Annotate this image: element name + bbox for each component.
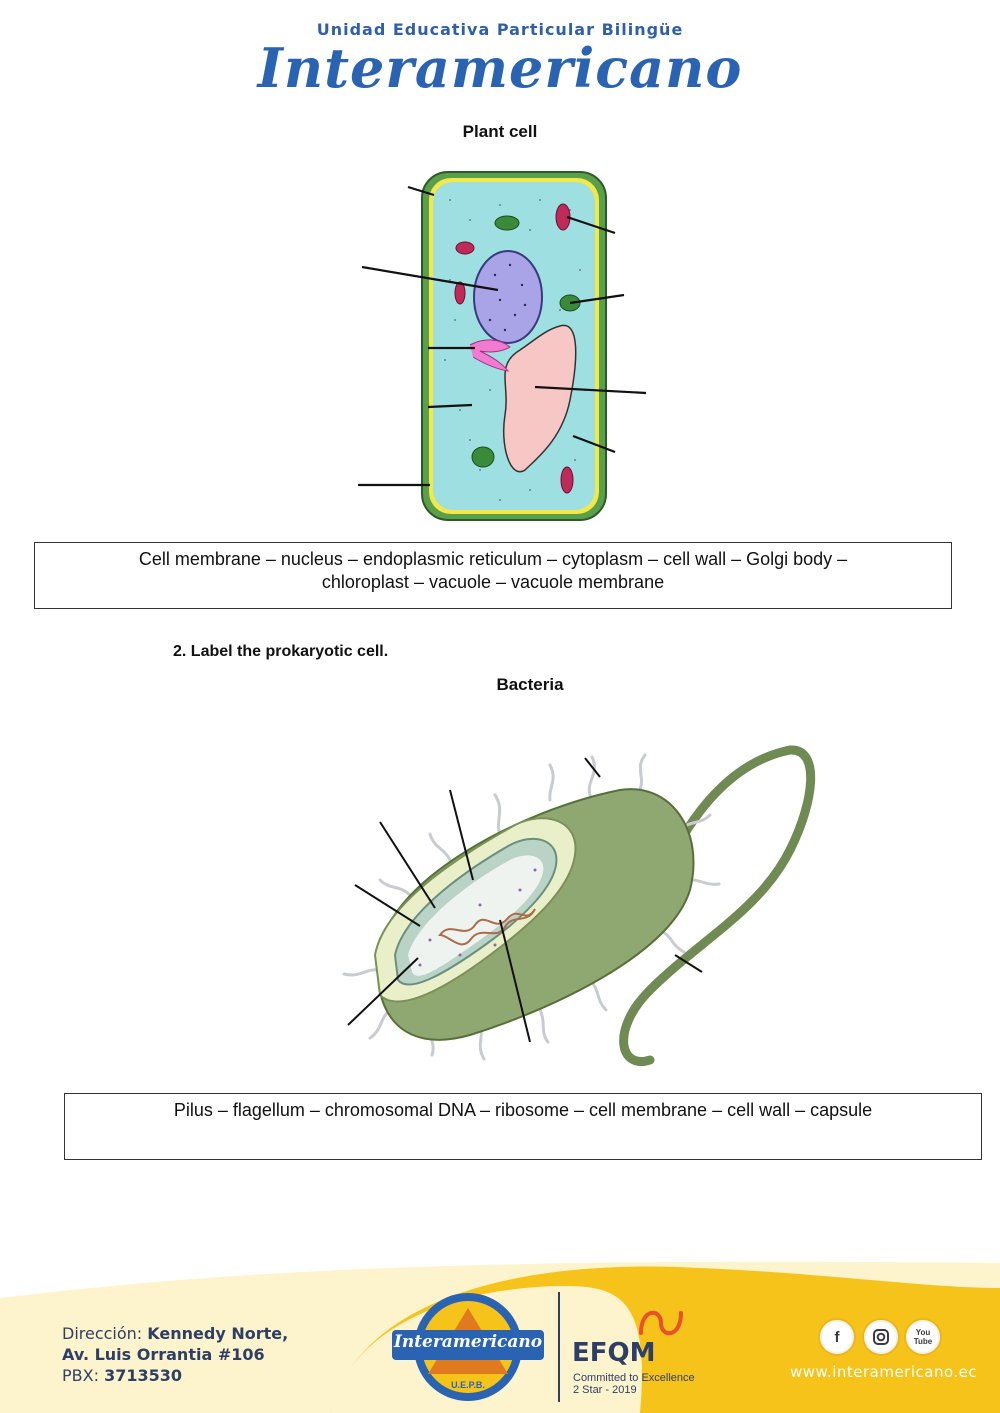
footer-divider xyxy=(558,1292,560,1402)
address-value: Kennedy Norte, xyxy=(147,1324,289,1343)
youtube-icon[interactable]: You Tube xyxy=(906,1320,940,1354)
plant-cell-diagram xyxy=(358,171,647,521)
plant-cell-word-bank: Cell membrane – nucleus – endoplasmic re… xyxy=(34,542,952,609)
chloroplast-shape xyxy=(471,446,495,468)
phone-label: PBX: xyxy=(62,1366,105,1385)
mitochondrion-shape xyxy=(560,466,574,494)
mitochondrion-shape xyxy=(454,281,466,305)
instagram-icon[interactable] xyxy=(864,1320,898,1354)
school-logo-sub: U.E.P.B. xyxy=(451,1380,485,1390)
vacuole-shape xyxy=(502,324,577,473)
bacteria-title: Bacteria xyxy=(496,675,564,694)
efqm-caption-line-2: 2 Star - 2019 xyxy=(573,1384,637,1396)
phone-value: 3713530 xyxy=(104,1366,182,1385)
golgi-body-shape xyxy=(469,339,511,372)
efqm-caption-line-1: Committed to Excellence xyxy=(573,1372,695,1384)
school-logo-badge: Interamericano U.E.P.B. xyxy=(388,1290,548,1404)
school-logo-wordmark: Interamericano xyxy=(257,36,743,100)
footer-address: Dirección: Kennedy Norte, Av. Luis Orran… xyxy=(62,1323,288,1386)
efqm-caption: Committed to Excellence 2 Star - 2019 xyxy=(573,1372,695,1396)
address-label: Dirección: xyxy=(62,1324,148,1343)
address-line-2: Av. Luis Orrantia #106 xyxy=(62,1345,265,1364)
plant-cell-title: Plant cell xyxy=(462,122,538,141)
efqm-logo-icon xyxy=(639,1310,683,1336)
school-logo-text: Interamericano xyxy=(393,1332,543,1352)
efqm-label: EFQM xyxy=(572,1338,656,1368)
task-2-instruction: 2. Label the prokaryotic cell. xyxy=(173,643,389,660)
chromosomal-dna-shape xyxy=(438,908,536,946)
school-subtitle: Unidad Educativa Particular Bilingüe xyxy=(316,20,684,39)
cytoplasm-shape xyxy=(408,855,544,976)
chloroplast-shape xyxy=(494,215,520,231)
plant-word-bank-line-1: Cell membrane – nucleus – endoplasmic re… xyxy=(138,549,848,569)
bacteria-word-bank: Pilus – flagellum – chromosomal DNA – ri… xyxy=(64,1093,982,1160)
bacteria-diagram xyxy=(342,745,816,1066)
nucleus-shape xyxy=(473,250,543,344)
plant-word-bank-line-2: chloroplast – vacuole – vacuole membrane xyxy=(321,572,665,592)
bacteria-word-bank-text: Pilus – flagellum – chromosomal DNA – ri… xyxy=(173,1100,873,1120)
facebook-icon[interactable]: f xyxy=(820,1320,854,1354)
flagellum-shape xyxy=(619,745,816,1066)
mitochondrion-shape xyxy=(455,241,475,255)
website-link[interactable]: www.interamericano.ec xyxy=(790,1363,978,1381)
